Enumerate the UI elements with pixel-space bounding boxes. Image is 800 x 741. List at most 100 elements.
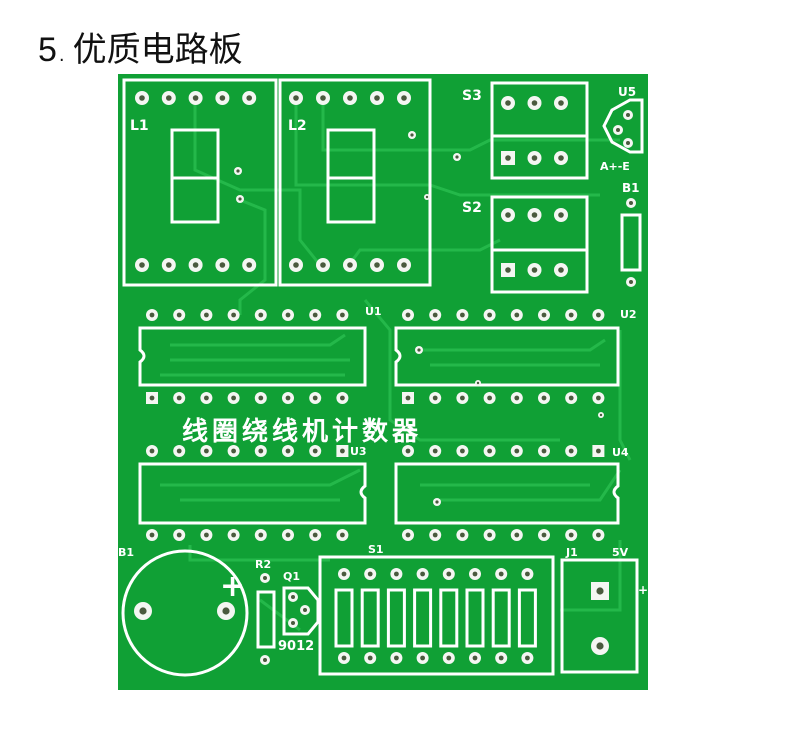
solder-pad — [592, 392, 605, 404]
solder-pad — [456, 392, 469, 404]
s1-switch-outline — [360, 588, 380, 648]
solder-pad — [501, 96, 515, 110]
solder-pad — [236, 195, 244, 203]
trace — [420, 469, 622, 502]
solder-pad — [527, 151, 542, 165]
l2-outline — [278, 78, 432, 287]
solder-pad — [390, 652, 403, 664]
solder-pad — [402, 529, 414, 541]
solder-pad — [260, 573, 270, 583]
solder-pad — [521, 568, 534, 580]
trace — [160, 333, 350, 377]
s3-outline — [490, 81, 589, 180]
solder-pad — [364, 652, 377, 664]
solder-pad — [402, 309, 414, 321]
solder-pad — [288, 592, 298, 602]
trace — [193, 98, 322, 266]
solder-pad — [173, 309, 186, 321]
solder-pad — [188, 91, 203, 105]
page-title: 5.优质电路板 — [38, 22, 243, 71]
label-u5: U5 — [618, 85, 636, 99]
label-u1: U1 — [365, 305, 382, 318]
solder-pad — [495, 568, 508, 580]
solder-pad — [338, 568, 350, 580]
solder-pad — [554, 208, 568, 222]
label-q1: Q1 — [283, 570, 300, 583]
solder-pad — [538, 529, 550, 541]
label-u5-pins: A+-E — [600, 160, 630, 173]
solder-pad — [227, 529, 240, 541]
trace — [363, 299, 560, 442]
solder-pad — [242, 258, 257, 272]
solder-pad — [416, 652, 429, 664]
solder-pad — [146, 529, 158, 541]
solder-pad — [309, 529, 322, 541]
solder-pad — [416, 568, 429, 580]
solder-pad — [429, 392, 442, 404]
solder-pad — [495, 652, 508, 664]
solder-pad — [402, 392, 414, 404]
label-j1-plus: + — [638, 583, 648, 597]
solder-pad — [282, 529, 294, 541]
solder-pad — [592, 529, 605, 541]
s1-switch-outline — [517, 588, 537, 648]
s1-outline — [318, 555, 555, 676]
solder-pad — [336, 309, 349, 321]
solder-pad — [565, 529, 578, 541]
s1-switch-outline — [439, 588, 459, 648]
solder-pad — [456, 445, 469, 457]
title-text: 优质电路板 — [72, 30, 243, 70]
label-l1: L1 — [130, 118, 149, 134]
u1-outline — [138, 326, 367, 387]
trace — [618, 330, 632, 461]
solder-pad — [538, 392, 550, 404]
solder-pad — [234, 167, 242, 175]
solder-pad — [527, 96, 542, 110]
solder-pad — [289, 258, 303, 272]
solder-pad — [227, 392, 240, 404]
u3-outline — [138, 462, 367, 525]
solder-pad — [483, 309, 496, 321]
solder-pad — [217, 602, 235, 620]
solder-pad — [453, 153, 461, 161]
solder-pad — [188, 258, 203, 272]
s1-switch-outline — [334, 588, 354, 648]
solder-pad — [397, 258, 411, 272]
solder-pad — [456, 309, 469, 321]
solder-pad — [565, 309, 578, 321]
s2-outline — [490, 195, 589, 294]
solder-pad — [429, 529, 442, 541]
label-b1-side: B1 — [622, 181, 640, 195]
label-plus: + — [220, 569, 245, 604]
solder-pad — [200, 392, 213, 404]
label-s3: S3 — [462, 88, 482, 104]
solder-pad — [626, 198, 636, 208]
s1-switch-outline — [491, 588, 511, 648]
solder-pad — [565, 445, 578, 457]
solder-pad — [242, 91, 257, 105]
trace — [238, 198, 267, 315]
solder-pad — [370, 258, 384, 272]
solder-pad — [254, 392, 267, 404]
solder-pad — [521, 652, 534, 664]
solder-pad — [554, 151, 568, 165]
solder-pad — [510, 529, 523, 541]
silkscreen-outlines — [121, 78, 644, 677]
solder-pad — [613, 125, 623, 135]
solder-pad — [227, 309, 240, 321]
solder-pad — [300, 605, 310, 615]
solder-pad — [146, 309, 158, 321]
solder-pad — [483, 529, 496, 541]
solder-pad — [591, 637, 609, 655]
solder-pad — [343, 258, 357, 272]
solder-pad — [402, 445, 414, 457]
solder-pad — [215, 258, 230, 272]
solder-pad — [527, 263, 542, 277]
solder-pad — [483, 445, 496, 457]
u4-outline — [394, 462, 620, 525]
l2-digit-outline — [326, 128, 376, 224]
trace — [347, 238, 501, 266]
trace — [420, 338, 606, 367]
solder-pad — [135, 91, 149, 105]
q1-outline — [282, 586, 320, 636]
